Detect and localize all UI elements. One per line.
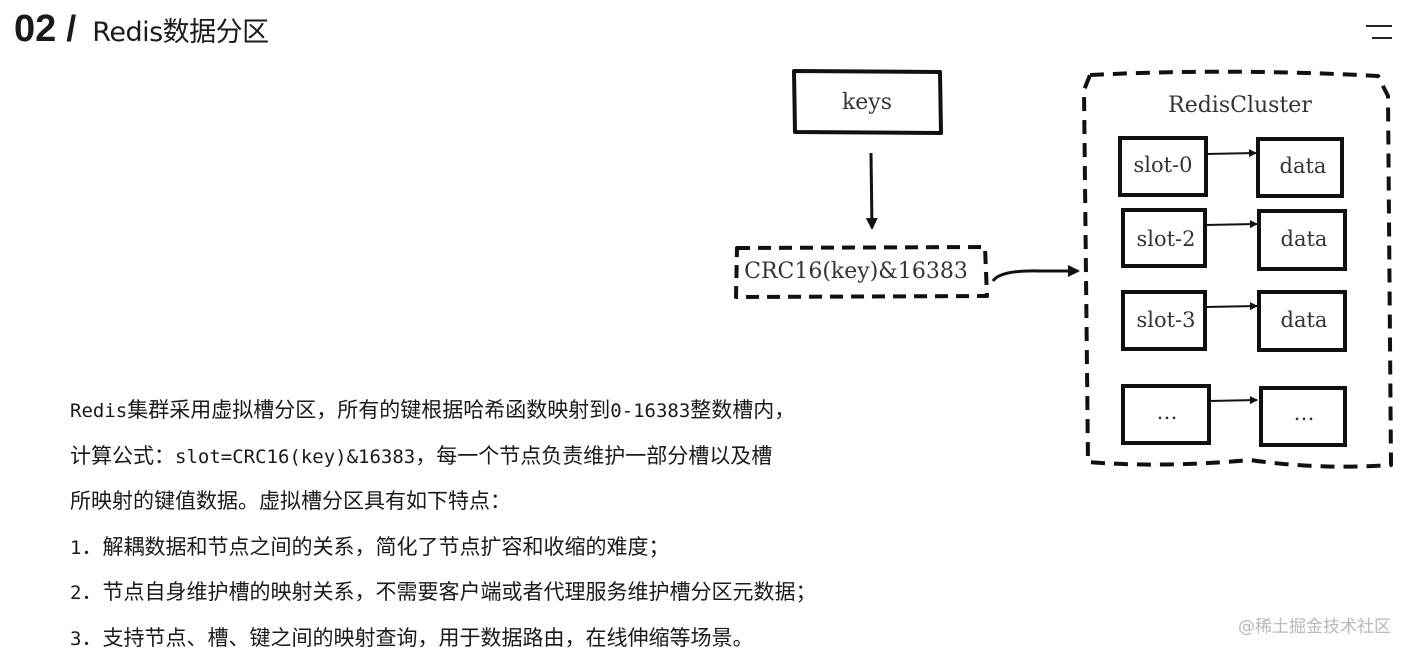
page-title: Redis数据分区 [92, 17, 269, 48]
slot-label: slot-3 [1136, 308, 1195, 332]
hash-function-box: CRC16(key)&16383 [734, 245, 989, 299]
slot-row: … … [1121, 384, 1347, 447]
slot-to-data-arrow [1204, 302, 1258, 311]
slot-box [1121, 384, 1211, 445]
hash-label: CRC16(key)&16383 [744, 259, 968, 284]
slot-box [1121, 208, 1207, 268]
paragraph-line: 所映射的键值数据。虚拟槽分区具有如下特点： [70, 489, 511, 513]
slot-box [1121, 290, 1207, 351]
data-label: … [1294, 401, 1315, 425]
redis-cluster-box: RedisCluster [1082, 69, 1393, 469]
list-item: 2．节点自身维护槽的映射关系，不需要客户端或者代理服务维护槽分区元数据； [70, 580, 817, 604]
data-box [1259, 386, 1347, 447]
paragraph-line: Redis集群采用虚拟槽分区，所有的键根据哈希函数映射到0-16383整数槽内， [70, 398, 796, 422]
list-item: 1．解耦数据和节点之间的关系，简化了节点扩容和收缩的难度； [70, 534, 670, 559]
slot-row: slot-0 data [1118, 136, 1344, 198]
data-box [1257, 290, 1347, 352]
data-box [1257, 209, 1347, 271]
cluster-label: RedisCluster [1168, 93, 1312, 118]
slot-label: slot-0 [1133, 153, 1192, 177]
list-item: 3．支持节点、槽、键之间的映射查询，用于数据路由，在线伸缩等场景。 [70, 625, 754, 650]
data-label: data [1281, 227, 1328, 251]
watermark: @稀土掘金技术社区 [1238, 617, 1391, 637]
slot-to-data-arrow [1208, 396, 1258, 405]
section-slash: / [66, 8, 77, 49]
hash-to-cluster-arrow [991, 265, 1080, 282]
slot-row: slot-2 data [1121, 208, 1347, 271]
slot-to-data-arrow [1205, 149, 1257, 158]
slot-label: … [1157, 400, 1178, 424]
description-text: Redis集群采用虚拟槽分区，所有的键根据哈希函数映射到0-16383整数槽内，… [70, 388, 970, 661]
section-number: 02 [14, 8, 57, 50]
keys-to-hash-arrow [865, 152, 878, 230]
data-label: data [1281, 308, 1328, 332]
section-header: 02 / Redis数据分区 [14, 8, 269, 58]
menu-icon[interactable] [1366, 22, 1394, 42]
slot-box [1118, 136, 1208, 197]
slot-label: slot-2 [1136, 227, 1195, 251]
data-label: data [1280, 154, 1327, 178]
paragraph-line: 计算公式：slot=CRC16(key)&16383，每一个节点负责维护一部分槽… [70, 443, 773, 468]
data-box [1256, 137, 1344, 198]
keys-label: keys [842, 90, 892, 115]
slot-to-data-arrow [1204, 220, 1258, 229]
keys-box: keys [792, 69, 943, 135]
slot-row: slot-3 data [1121, 290, 1347, 352]
